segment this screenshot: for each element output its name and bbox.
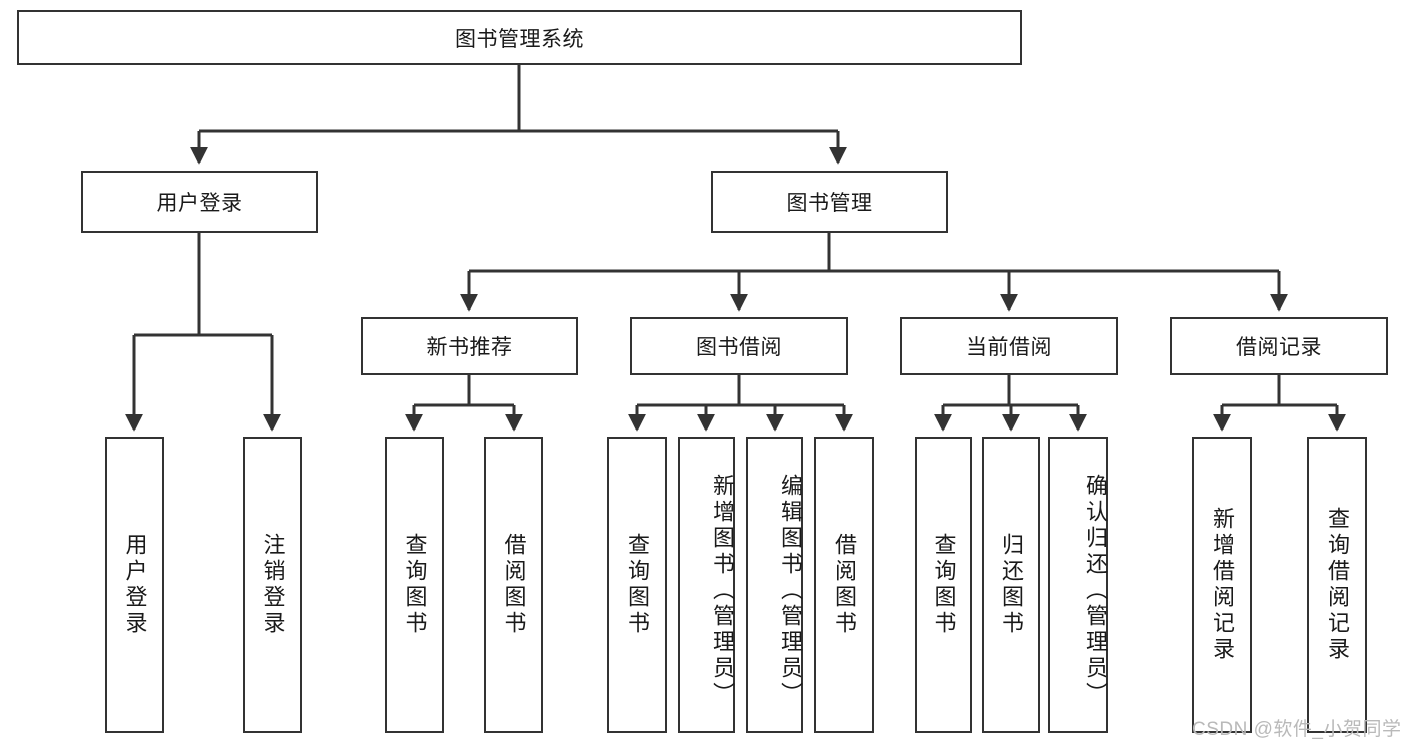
node-book-management[interactable]: 图书管理 [711, 171, 948, 233]
leaf-record-add-record[interactable]: 新增借阅记录 [1192, 437, 1252, 733]
watermark: CSDN @软件_小贺同学 [1192, 719, 1402, 740]
node-new-book-recommend[interactable]: 新书推荐 [361, 317, 578, 375]
node-current-borrow[interactable]: 当前借阅 [900, 317, 1118, 375]
leaf-borrow-edit-book-admin[interactable]: 编辑图书（管理员） [746, 437, 803, 733]
leaf-record-query-record[interactable]: 查询借阅记录 [1307, 437, 1367, 733]
node-user-login[interactable]: 用户登录 [81, 171, 318, 233]
leaf-newbook-query-book[interactable]: 查询图书 [385, 437, 444, 733]
leaf-newbook-borrow-book[interactable]: 借阅图书 [484, 437, 543, 733]
node-borrow-record[interactable]: 借阅记录 [1170, 317, 1388, 375]
leaf-borrow-add-book-admin[interactable]: 新增图书（管理员） [678, 437, 735, 733]
leaf-current-return-book[interactable]: 归还图书 [982, 437, 1040, 733]
leaf-borrow-borrow-book[interactable]: 借阅图书 [814, 437, 874, 733]
leaf-current-query-book[interactable]: 查询图书 [915, 437, 972, 733]
leaf-current-confirm-return-admin[interactable]: 确认归还（管理员） [1048, 437, 1108, 733]
node-root[interactable]: 图书管理系统 [17, 10, 1022, 65]
leaf-user-login[interactable]: 用户登录 [105, 437, 164, 733]
node-book-borrow[interactable]: 图书借阅 [630, 317, 848, 375]
leaf-user-logout[interactable]: 注销登录 [243, 437, 302, 733]
leaf-borrow-query-book[interactable]: 查询图书 [607, 437, 667, 733]
